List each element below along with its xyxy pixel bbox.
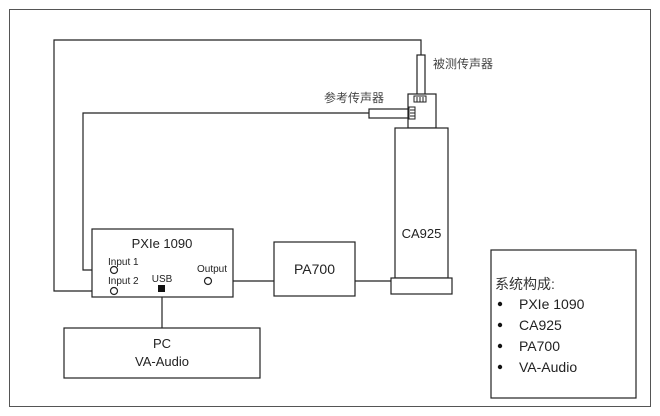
bullet-icon [497,322,503,328]
legend-list: PXIe 1090 CA925 PA700 VA-Audio [497,296,585,375]
legend-item: VA-Audio [519,359,577,375]
test-mic-label: 被测传声器 [433,56,493,71]
test-mic-wire [53,39,422,292]
pc-label: PC [153,336,171,351]
legend-item: CA925 [519,317,562,333]
coupler [407,93,437,129]
ref-mic-label: 参考传声器 [324,90,384,105]
va-audio-label: VA-Audio [135,354,189,369]
pxie-label: PXIe 1090 [132,236,193,251]
input1-label: Input 1 [108,257,139,268]
test-mic [416,54,426,96]
bullet-icon [497,364,503,370]
legend-box [490,249,637,399]
usb-port-icon [158,285,165,292]
output-port-icon [203,276,213,286]
legend-item: PA700 [519,338,560,354]
bullet-icon [497,343,503,349]
ref-mic [368,108,410,119]
coupler-grille-icon [408,95,427,120]
ca925-label: CA925 [402,226,442,241]
legend-item: PXIe 1090 [519,296,585,312]
output-label: Output [197,264,227,275]
legend-title: 系统构成: [495,276,555,292]
pa700-label: PA700 [294,261,335,277]
pc-box [63,327,261,379]
pa700-box [273,241,356,297]
bullet-icon [497,301,503,307]
ca925-base [390,277,453,295]
input1-port-icon [109,265,119,275]
input2-label: Input 2 [108,276,139,287]
input2-port-icon [109,286,119,296]
usb-label: USB [152,274,173,285]
ca925-body [394,127,449,279]
